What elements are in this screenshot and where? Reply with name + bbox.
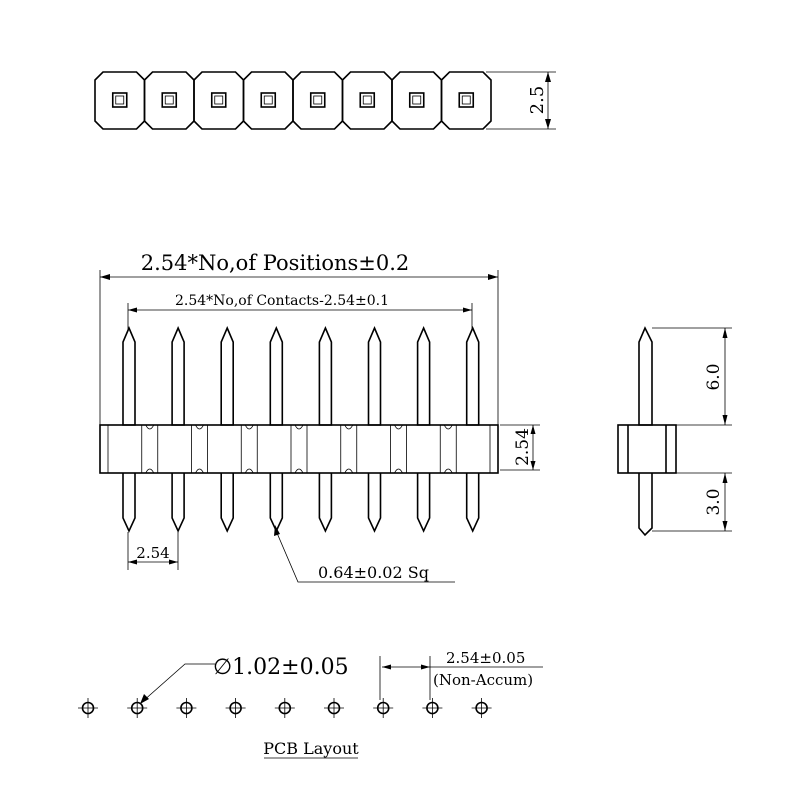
top-view-pin-inner [263, 95, 273, 105]
top-view [94, 71, 492, 130]
overall-length-label: 2.54*No,of Positions±0.2 [141, 251, 410, 275]
top-view-height-label: 2.5 [527, 86, 548, 115]
top-view-pin-inner [313, 95, 323, 105]
front-view-pin-upper [416, 325, 431, 426]
front-view-insulator [99, 424, 499, 474]
body-height-label: 2.54 [513, 428, 533, 466]
top-view-segment [242, 71, 294, 130]
pcb-hole [274, 698, 295, 718]
pcb-layout-caption: PCB Layout [263, 739, 359, 759]
top-view-pin-outer [161, 92, 178, 108]
front-view-notch-top [195, 424, 204, 430]
front-view-pin-lower [220, 473, 234, 533]
side-view [617, 326, 677, 537]
front-view-overall-dimension: 2.54*No,of Positions±0.2 [99, 251, 499, 425]
side-view-dimensions: 6.0 3.0 [652, 327, 732, 532]
top-view-pin-outer [309, 92, 326, 108]
front-view-pin-upper [220, 325, 234, 426]
top-view-segment [143, 71, 195, 130]
top-view-pin-inner [115, 95, 125, 105]
pin-size-label: 0.64±0.02 Sq [318, 563, 429, 582]
front-view-pin-lower [465, 473, 480, 533]
top-view-segment [193, 71, 245, 130]
front-view-notch-bottom [443, 468, 453, 474]
front-view-pin-lower [367, 473, 382, 533]
top-view-pin-outer [111, 92, 128, 108]
front-view-pin-lower [416, 473, 431, 533]
top-view-pin-inner [461, 95, 471, 105]
top-view-pin-outer [359, 92, 376, 108]
front-view-pin-upper [465, 325, 480, 426]
front-view-notch-top [244, 424, 254, 430]
front-view-notch-top [145, 424, 155, 430]
pin-pitch-label: 2.54 [136, 544, 169, 562]
pcb-hole [373, 698, 394, 718]
top-view-pin-inner [412, 95, 422, 105]
front-view-pin-lower [122, 473, 136, 533]
front-view-pin-lower [171, 473, 185, 533]
top-view-segment [440, 71, 492, 130]
top-view-pin-outer [458, 92, 475, 108]
pcb-hole [422, 698, 443, 718]
top-view-height-dimension: 2.5 [486, 71, 556, 130]
upper-pin-length-label: 6.0 [704, 363, 724, 390]
front-view-pin-upper [367, 325, 382, 426]
hole-diameter-label: ∅1.02±0.05 [213, 655, 349, 680]
top-view-segment [391, 71, 443, 130]
top-view-pin-outer [210, 92, 227, 108]
top-view-pin-inner [164, 95, 174, 105]
front-view-contacts-dimension: 2.54*No,of Contacts-2.54±0.1 [127, 293, 473, 330]
front-view-pin-upper [122, 325, 136, 426]
pcb-hole [225, 698, 246, 718]
pcb-layout-title: PCB Layout [263, 739, 359, 758]
front-view-notch-bottom [145, 468, 155, 474]
front-view-body-height-dimension: 2.54 [500, 424, 540, 471]
front-view-pin-upper [171, 325, 185, 426]
top-view-segment [341, 71, 393, 130]
front-view-notch-top [294, 424, 304, 430]
front-view-notch-top [443, 424, 453, 430]
pcb-layout-holes [78, 698, 492, 718]
pcb-hole [324, 698, 344, 718]
pcb-pitch-note: (Non-Accum) [433, 671, 533, 689]
top-view-pin-outer [408, 92, 425, 108]
hole-diameter-callout: ∅1.02±0.05 [140, 655, 349, 704]
front-view-pins [122, 325, 480, 533]
front-view-notch-bottom [394, 468, 403, 474]
front-view-notch-bottom [244, 468, 254, 474]
front-view-notch-top [344, 424, 354, 430]
front-view-pin-lower [318, 473, 333, 533]
top-view-pin-inner [214, 95, 224, 105]
front-view-pin-lower [269, 473, 284, 533]
lower-pin-length-label: 3.0 [704, 488, 724, 515]
pcb-pitch-label: 2.54±0.05 [446, 649, 525, 667]
front-view-pin-upper [269, 325, 284, 426]
pcb-hole [471, 698, 492, 718]
pcb-pitch-dimension: 2.54±0.05 (Non-Accum) [379, 649, 543, 700]
pin-size-callout: 0.64±0.02 Sq [274, 525, 455, 583]
pcb-hole [127, 698, 148, 718]
front-view-body-outline [99, 424, 499, 474]
pcb-hole [78, 698, 98, 718]
top-view-segment [94, 71, 146, 130]
top-view-segment [292, 71, 344, 130]
front-view-notch-bottom [294, 468, 304, 474]
front-view-notch-bottom [344, 468, 354, 474]
front-view-pitch-dimension: 2.54 [127, 532, 179, 570]
front-view-notch-bottom [195, 468, 204, 474]
top-view-pin-inner [362, 95, 372, 105]
contacts-span-label: 2.54*No,of Contacts-2.54±0.1 [175, 293, 389, 309]
front-view-notch-top [394, 424, 403, 430]
top-view-pin-outer [260, 92, 277, 108]
pcb-hole [176, 698, 197, 718]
front-view-pin-upper [318, 325, 333, 426]
